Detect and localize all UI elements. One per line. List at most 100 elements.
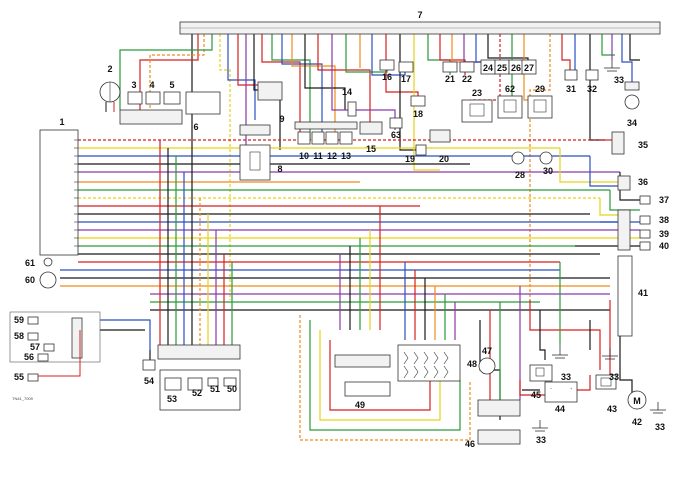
lamp-connector-block: [617, 209, 631, 251]
label-37: 37: [659, 195, 669, 205]
label-9: 9: [279, 114, 284, 124]
label-25: 25: [497, 63, 507, 73]
label-33-mid: 33: [561, 372, 571, 382]
component-33-ground-mid: 33: [552, 345, 571, 382]
component-switch-group-50-53: [157, 344, 241, 411]
label-12: 12: [327, 151, 337, 161]
component-43-starter-solenoid: 43: [595, 374, 617, 414]
label-22: 22: [462, 74, 472, 84]
connector-block-3-5: [119, 109, 183, 125]
component-54-connector: 54: [142, 359, 156, 386]
battery-minus-icon: −: [550, 386, 553, 391]
label-24: 24: [483, 63, 493, 73]
component-28-sensor: 28: [511, 151, 525, 180]
component-5-relay: 5: [163, 80, 181, 105]
label-26: 26: [511, 63, 521, 73]
label-32: 32: [587, 84, 597, 94]
component-34-horn: 34: [624, 81, 640, 128]
label-4: 4: [149, 80, 154, 90]
component-55-switch: 55: [14, 330, 81, 382]
component-59-switch: 59: [14, 315, 39, 325]
label-23: 23: [472, 88, 482, 98]
component-45-relay: 45: [529, 364, 553, 400]
label-56: 56: [24, 352, 34, 362]
component-8-relay: 8: [239, 124, 283, 181]
component-30-sensor: 30: [539, 151, 553, 176]
label-51: 51: [210, 384, 220, 394]
lower-drops: [100, 130, 633, 441]
label-53: 53: [167, 394, 177, 404]
component-40-lamp: 40: [639, 241, 669, 251]
component-49-connector: 49: [334, 354, 391, 410]
diagram-code: TN41_7009: [12, 396, 34, 401]
component-61-lamp: 61: [25, 257, 53, 268]
component-switch-cluster-left: [9, 311, 101, 363]
label-49: 49: [355, 400, 365, 410]
label-29: 29: [535, 84, 545, 94]
component-58-switch: 58: [14, 331, 39, 341]
label-13: 13: [341, 151, 351, 161]
component-35-connector: 35: [611, 131, 648, 155]
label-3: 3: [131, 80, 136, 90]
component-29-module: 29: [527, 84, 553, 119]
component-17-switch: 17: [398, 61, 414, 84]
component-52-switch: 52: [187, 377, 203, 398]
horizontal-bus: [60, 139, 620, 311]
component-10-injector: 10: [297, 131, 311, 161]
label-14: 14: [342, 87, 352, 97]
label-38: 38: [659, 215, 669, 225]
label-63: 63: [391, 130, 401, 140]
label-16: 16: [382, 72, 392, 82]
component-50-switch: 50: [223, 377, 237, 394]
component-57-switch: 57: [30, 342, 55, 352]
component-36-connector: 36: [617, 175, 648, 191]
label-1: 1: [59, 117, 64, 127]
component-4-relay: 4: [145, 80, 161, 105]
component-13-injector: 13: [339, 131, 353, 161]
label-60: 60: [25, 275, 35, 285]
component-63-connector: 63: [389, 117, 403, 140]
component-23-module: 23: [461, 88, 493, 123]
label-58: 58: [14, 331, 24, 341]
label-59: 59: [14, 315, 24, 325]
label-19: 19: [405, 154, 415, 164]
component-56-switch: 56: [24, 352, 49, 362]
component-42-starter-motor: M 42: [627, 390, 647, 427]
label-33-bottom: 33: [536, 435, 546, 445]
label-54: 54: [144, 376, 154, 386]
component-26-switch: 26: [508, 59, 524, 75]
label-55: 55: [14, 372, 24, 382]
component-16-switch: 16: [379, 59, 395, 82]
component-15-connector: 15: [359, 121, 383, 154]
label-40: 40: [659, 241, 669, 251]
component-21-switch: 21: [442, 61, 458, 84]
label-6: 6: [193, 122, 198, 132]
component-62-module: 62: [497, 84, 523, 119]
label-27: 27: [524, 63, 534, 73]
component-12-injector: 12: [325, 131, 339, 161]
label-28: 28: [515, 170, 525, 180]
label-48: 48: [467, 359, 477, 369]
component-48-fuse-box: 48: [397, 344, 477, 382]
label-30: 30: [543, 166, 553, 176]
component-6-module: 6: [185, 91, 221, 132]
component-47-alternator: 47: [478, 346, 496, 375]
component-18-sensor: 18: [410, 95, 426, 119]
component-14-sensor: 14: [342, 87, 357, 117]
component-9-connector: 9: [257, 81, 285, 124]
component-60-speaker: 60: [25, 271, 57, 289]
label-42: 42: [632, 417, 642, 427]
label-39: 39: [659, 229, 669, 239]
label-10: 10: [299, 151, 309, 161]
component-51-switch: 51: [207, 377, 220, 394]
label-61: 61: [25, 258, 35, 268]
component-46-connector: 46: [465, 399, 521, 449]
label-35: 35: [638, 140, 648, 150]
battery-plus-icon: +: [570, 386, 573, 391]
component-7-main-connector: 7: [179, 10, 661, 35]
component-24-switch: 24: [480, 59, 496, 75]
component-39-lamp: 39: [639, 229, 669, 239]
label-7: 7: [417, 10, 422, 20]
label-52: 52: [192, 388, 202, 398]
